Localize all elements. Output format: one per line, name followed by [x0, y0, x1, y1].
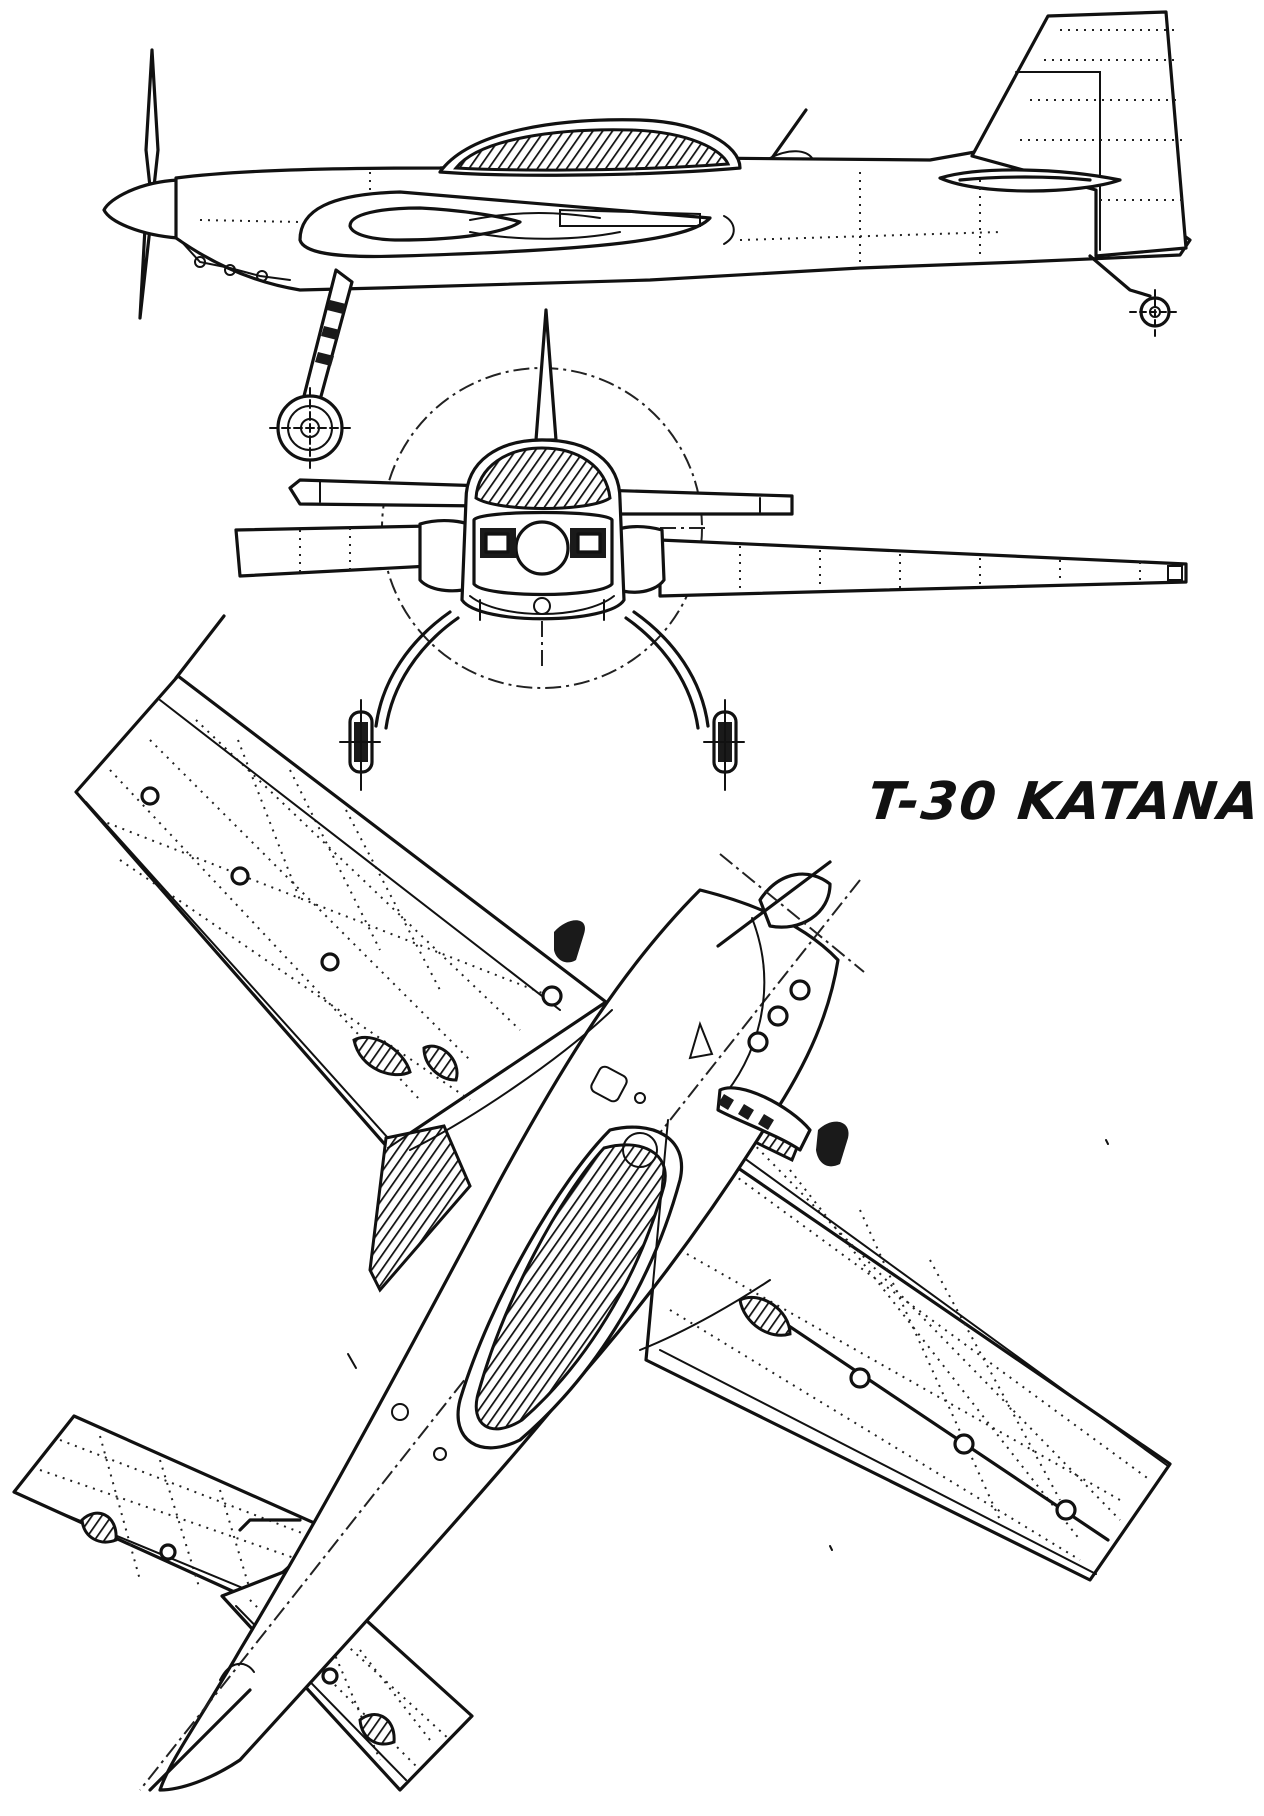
top-view [12, 614, 1172, 1792]
three-view-drawing [12, 10, 1192, 1792]
front-view [234, 308, 1188, 791]
aircraft-title: T-30 KATANA [864, 772, 1264, 832]
side-view [102, 10, 1192, 471]
